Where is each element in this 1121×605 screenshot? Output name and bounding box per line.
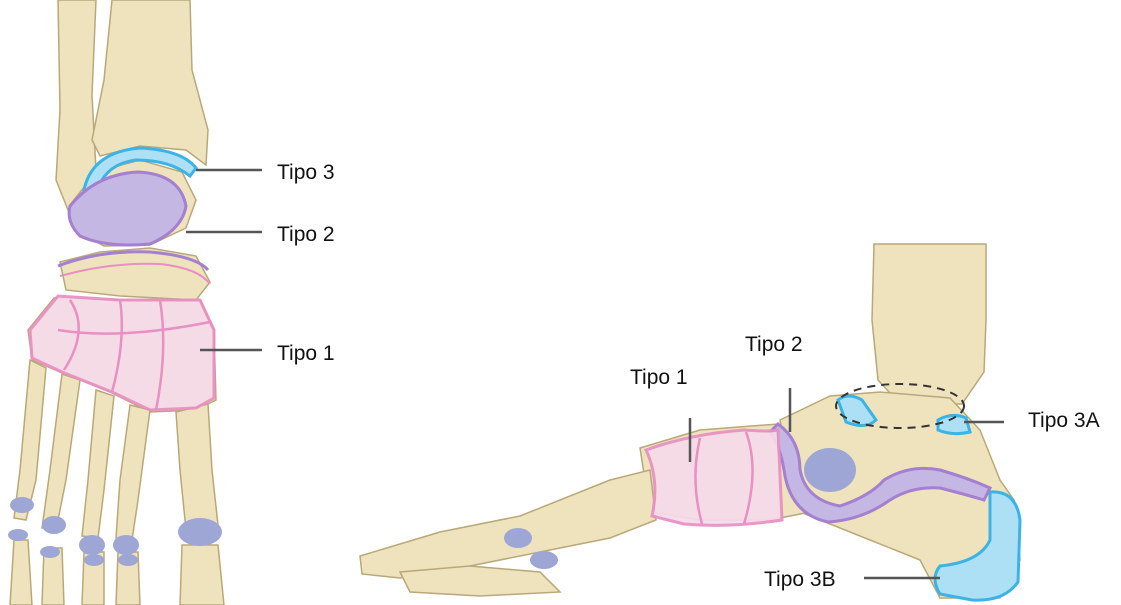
label-side-tipo3a: Tipo 3A	[1028, 410, 1100, 431]
navicular-bone	[60, 248, 210, 300]
label-front-tipo3: Tipo 3	[277, 162, 335, 183]
label-side-tipo3b: Tipo 3B	[764, 569, 836, 590]
front-view-foot	[8, 0, 224, 605]
side-tibia-bone	[872, 244, 986, 404]
tipo1-zone-side	[646, 430, 782, 525]
label-side-tipo1: Tipo 1	[630, 367, 688, 388]
tibia-bone	[92, 0, 208, 165]
label-side-tipo2: Tipo 2	[745, 334, 803, 355]
label-front-tipo1: Tipo 1	[277, 343, 335, 364]
side-toe-bone	[400, 566, 560, 596]
side-forefoot-bone	[360, 470, 656, 578]
label-front-tipo2: Tipo 2	[277, 224, 335, 245]
